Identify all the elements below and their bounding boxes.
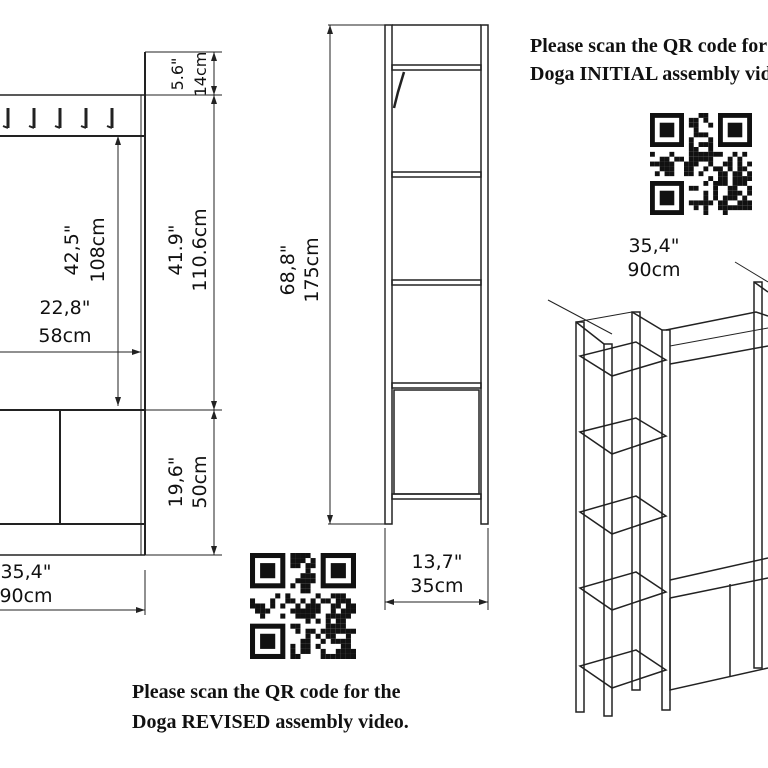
qr-code-revised[interactable] [250,553,356,659]
depth-cm: 35cm [410,575,463,597]
top-height-cm: 14cm [191,52,210,97]
coat-hooks [2,108,114,129]
hook-panel-height-in: 42,5" [61,224,83,275]
front-view: 42,5" 108cm 22,8" 58cm 35,4" 90cm [0,52,146,615]
side-dimensions: 5.6" 14cm 41.9" 110.6cm 19,6" 50cm [145,51,222,556]
hook-icon [28,108,36,129]
hook-icon [106,108,114,129]
depth-in: 13,7" [411,551,462,573]
total-height-in: 68,8" [277,244,299,295]
hook-panel-height-cm: 108cm [87,217,109,282]
revised-caption-line2: Doga REVISED assembly video. [132,711,409,733]
side-upper-height-in: 41.9" [165,224,187,275]
iso-width-in: 35,4" [628,235,679,257]
revised-caption-line1: Please scan the QR code for the [132,681,401,703]
hook-icon [54,108,62,129]
hook-icon [80,108,88,129]
total-width-cm: 90cm [0,585,53,607]
side-upper-height-cm: 110.6cm [189,208,211,291]
cabinet-height-cm: 50cm [189,455,211,508]
bench-width-cm: 58cm [38,325,91,347]
total-width-in: 35,4" [0,561,51,583]
initial-caption-line2: Doga INITIAL assembly video. [530,63,768,85]
hook-icon [2,108,10,129]
iso-width-cm: 90cm [627,259,680,281]
side-view: 68,8" 175cm 13,7" 35cm [277,24,489,610]
isometric-view: 35,4" 90cm [547,235,768,717]
qr-code-initial[interactable] [650,113,752,215]
top-height-in: 5.6" [168,58,187,91]
hook-icon [392,71,406,109]
cabinet-height-in: 19,6" [165,456,187,507]
bench-width-in: 22,8" [39,297,90,319]
total-height-cm: 175cm [301,237,323,302]
initial-caption-line1: Please scan the QR code for the [530,35,768,57]
